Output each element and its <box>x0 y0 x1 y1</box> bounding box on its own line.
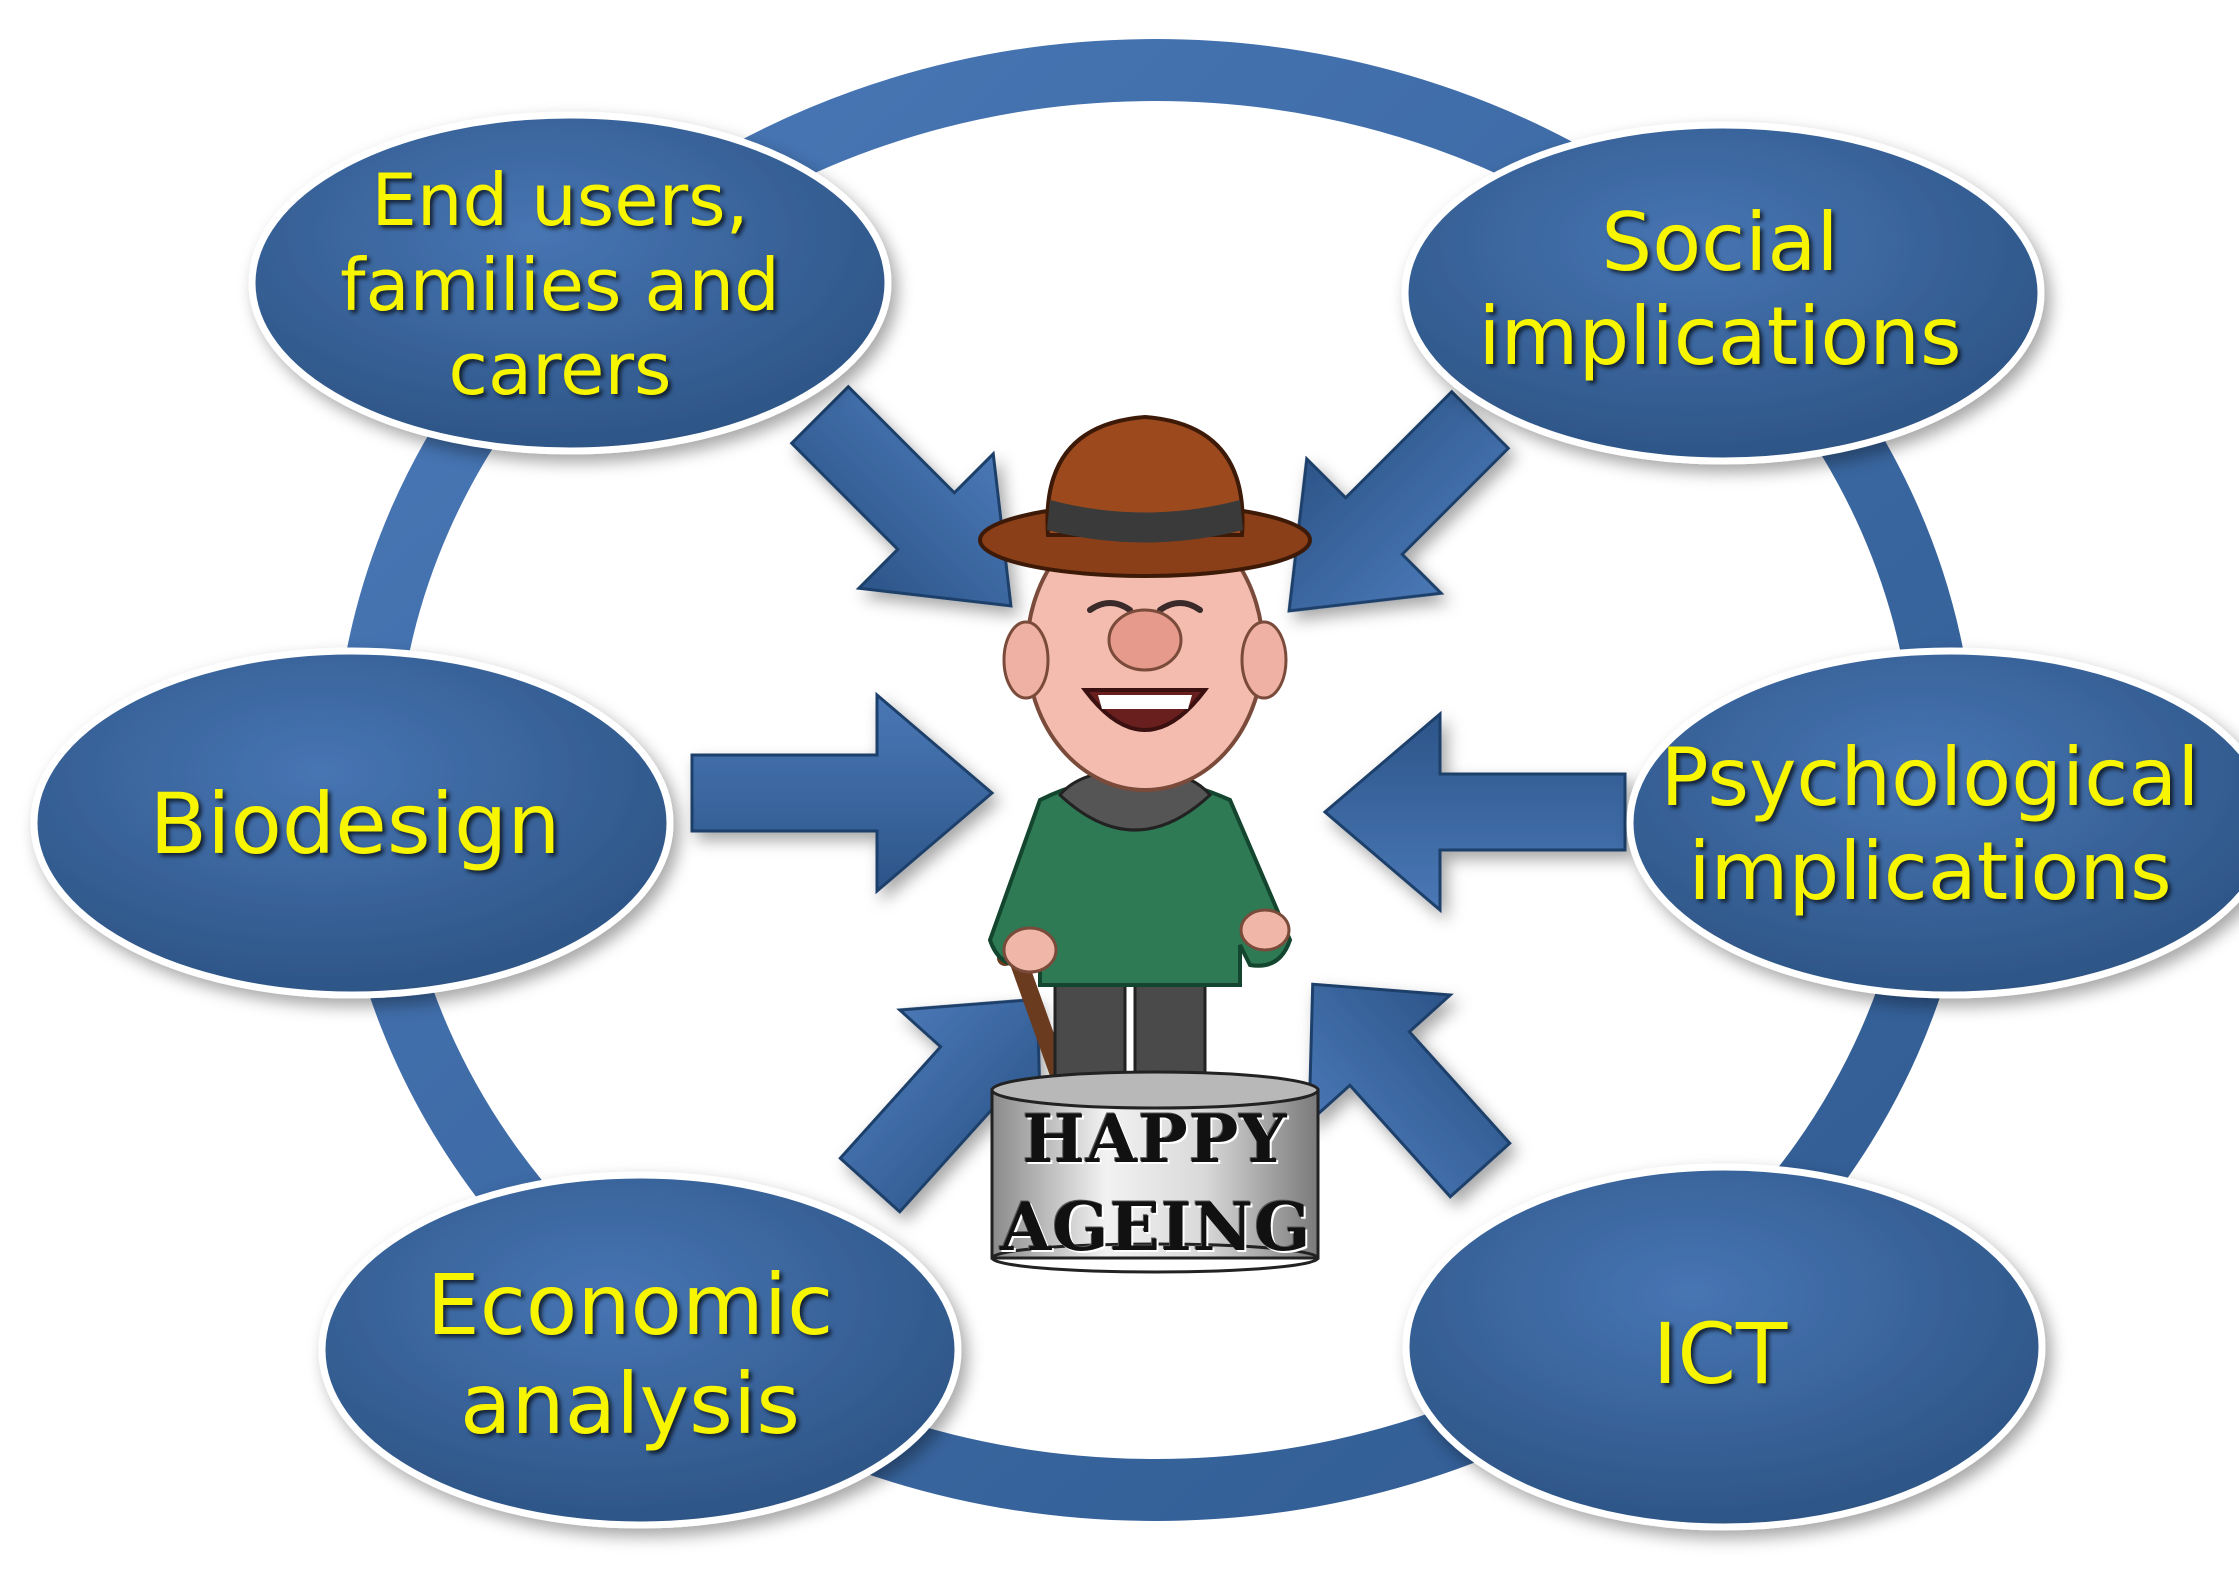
old-man-illustration <box>978 414 1312 1115</box>
pedestal-text-line-1: HAPPY <box>1022 1100 1288 1178</box>
arrow-from-end-users <box>789 384 1013 608</box>
node-economic <box>318 1171 962 1529</box>
node-biodesign <box>30 647 674 999</box>
pedestal-text-line-2: AGEING <box>1000 1188 1312 1266</box>
happy-ageing-pedestal <box>990 1070 1320 1274</box>
node-psychological <box>1626 647 2239 999</box>
node-social <box>1401 121 2045 465</box>
arrow-from-economic <box>838 997 1043 1214</box>
arrow-from-ict <box>1307 982 1512 1199</box>
arrow-from-biodesign <box>690 691 995 895</box>
node-ict <box>1402 1163 2046 1531</box>
node-end-users <box>248 111 892 455</box>
arrow-from-psychological <box>1322 710 1627 914</box>
